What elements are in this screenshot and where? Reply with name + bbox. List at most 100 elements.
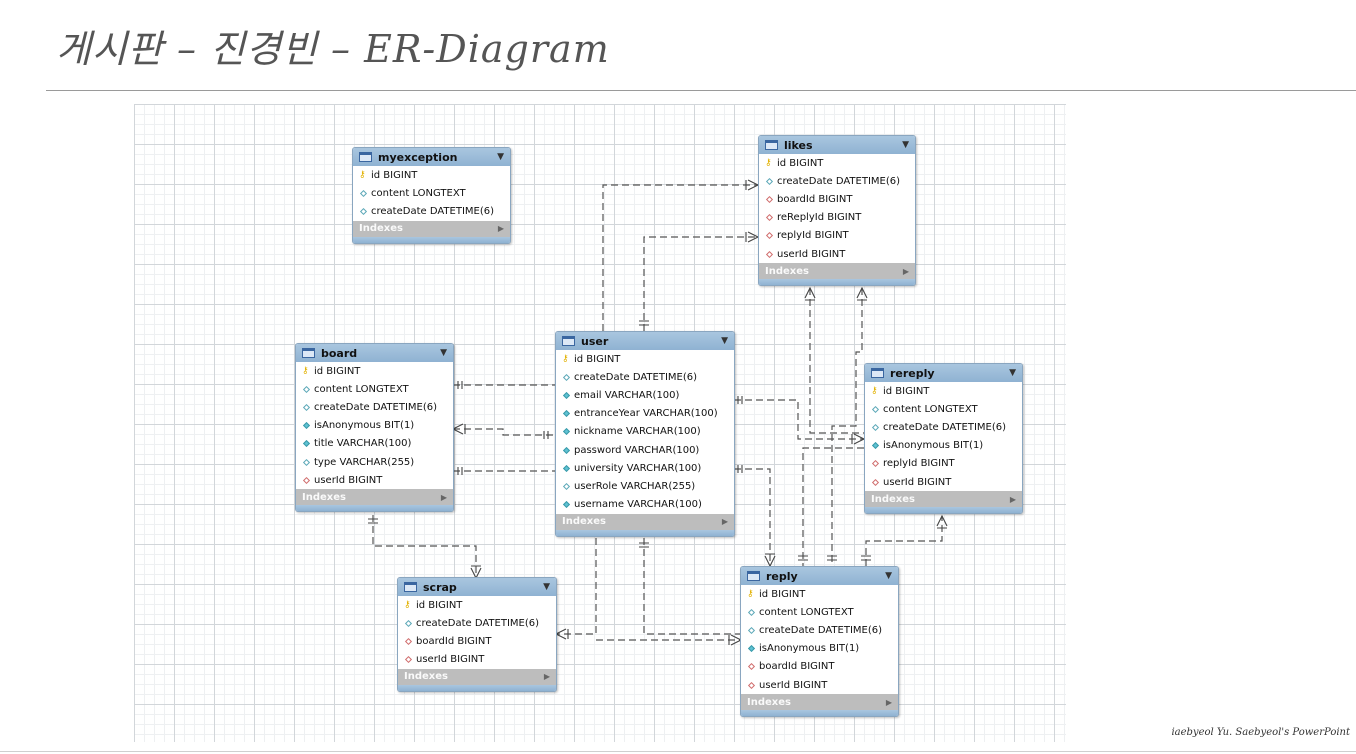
column-row[interactable]: ⚷id BIGINT [556,350,734,368]
expand-arrow-icon[interactable]: ▶ [1009,494,1016,504]
column-row[interactable]: ⚷id BIGINT [296,362,453,380]
column-icon [302,458,311,467]
indexes-section[interactable]: Indexes ▶ [741,694,898,711]
table-header[interactable]: scrap ▼ [398,578,556,596]
column-row[interactable]: boardId BIGINT [398,632,556,650]
table-name: myexception [378,150,458,164]
table-header[interactable]: rereply ▼ [865,364,1022,382]
expand-arrow-icon[interactable]: ▶ [497,224,504,234]
column-row[interactable]: reReplyId BIGINT [759,209,915,227]
column-row[interactable]: content LONGTEXT [353,184,510,202]
expand-arrow-icon[interactable]: ▶ [902,266,909,276]
table-footer [865,507,1022,514]
table-header[interactable]: user ▼ [556,332,734,350]
table-board[interactable]: board ▼ ⚷id BIGINT content LONGTEXT create… [295,343,454,513]
table-icon [871,368,884,378]
expand-arrow-icon[interactable]: ▶ [885,697,892,707]
primary-key-icon: ⚷ [871,386,878,397]
column-row[interactable]: ⚷id BIGINT [353,166,510,184]
expand-arrow-icon[interactable]: ▶ [721,517,728,527]
column-label: userRole VARCHAR(255) [574,480,696,492]
column-row[interactable]: password VARCHAR(100) [556,441,734,459]
column-row[interactable]: email VARCHAR(100) [556,386,734,404]
column-row[interactable]: isAnonymous BIT(1) [741,640,898,658]
foreign-key-icon [404,655,413,664]
column-row[interactable]: createDate DATETIME(6) [556,368,734,386]
column-row[interactable]: ⚷id BIGINT [741,585,898,603]
table-header[interactable]: likes ▼ [759,136,915,154]
column-row[interactable]: createDate DATETIME(6) [741,621,898,639]
column-row[interactable]: replyId BIGINT [759,227,915,245]
column-row[interactable]: createDate DATETIME(6) [398,614,556,632]
expand-arrow-icon[interactable]: ▶ [440,492,447,502]
table-header[interactable]: board ▼ [296,344,453,362]
column-row[interactable]: replyId BIGINT [865,455,1022,473]
indexes-section[interactable]: Indexes ▶ [759,263,915,280]
column-row[interactable]: boardId BIGINT [741,658,898,676]
column-row[interactable]: entranceYear VARCHAR(100) [556,405,734,423]
column-row[interactable]: userRole VARCHAR(255) [556,477,734,495]
column-row[interactable]: title VARCHAR(100) [296,435,453,453]
column-row[interactable]: university VARCHAR(100) [556,459,734,477]
column-label: content LONGTEXT [314,383,409,395]
column-row[interactable]: userId BIGINT [398,651,556,669]
column-row[interactable]: type VARCHAR(255) [296,453,453,471]
column-row[interactable]: isAnonymous BIT(1) [865,437,1022,455]
column-icon [404,619,413,628]
collapse-arrow-icon[interactable]: ▼ [721,336,728,346]
collapse-arrow-icon[interactable]: ▼ [1009,368,1016,378]
column-row[interactable]: ⚷id BIGINT [398,596,556,614]
indexes-section[interactable]: Indexes ▶ [353,220,510,237]
column-row[interactable]: userId BIGINT [759,245,915,263]
column-row[interactable]: isAnonymous BIT(1) [296,417,453,435]
table-header[interactable]: myexception ▼ [353,148,510,166]
indexes-section[interactable]: Indexes ▶ [865,491,1022,508]
indexes-section[interactable]: Indexes ▶ [398,668,556,685]
column-row[interactable]: content LONGTEXT [865,400,1022,418]
column-row[interactable]: ⚷id BIGINT [865,382,1022,400]
collapse-arrow-icon[interactable]: ▼ [440,348,447,358]
collapse-arrow-icon[interactable]: ▼ [497,152,504,162]
column-row[interactable]: createDate DATETIME(6) [296,398,453,416]
column-label: id BIGINT [777,157,824,169]
table-footer [296,505,453,512]
column-row[interactable]: content LONGTEXT [741,603,898,621]
column-icon [562,373,571,382]
column-label: createDate DATETIME(6) [883,421,1007,433]
column-row[interactable]: createDate DATETIME(6) [353,202,510,220]
collapse-arrow-icon[interactable]: ▼ [902,140,909,150]
slide-title: 게시판 – 진경빈 – ER-Diagram [56,27,610,71]
column-label: id BIGINT [416,599,463,611]
column-row[interactable]: userId BIGINT [296,471,453,489]
column-label: id BIGINT [759,588,806,600]
column-row[interactable]: createDate DATETIME(6) [865,418,1022,436]
column-row[interactable]: nickname VARCHAR(100) [556,423,734,441]
column-row[interactable]: content LONGTEXT [296,380,453,398]
column-label: createDate DATETIME(6) [314,401,438,413]
foreign-key-icon [765,250,774,259]
table-header[interactable]: reply ▼ [741,567,898,585]
column-row[interactable]: username VARCHAR(100) [556,496,734,514]
column-row[interactable]: ⚷id BIGINT [759,154,915,172]
expand-arrow-icon[interactable]: ▶ [543,672,550,682]
collapse-arrow-icon[interactable]: ▼ [543,582,550,592]
indexes-label: Indexes [747,696,791,708]
column-row[interactable]: userId BIGINT [741,676,898,694]
collapse-arrow-icon[interactable]: ▼ [885,571,892,581]
indexes-section[interactable]: Indexes ▶ [296,489,453,506]
column-label: replyId BIGINT [883,458,955,470]
indexes-section[interactable]: Indexes ▶ [556,513,734,530]
column-icon [871,423,880,432]
column-row[interactable]: createDate DATETIME(6) [759,172,915,190]
column-label: boardId BIGINT [759,661,835,673]
table-icon [359,152,372,162]
column-row[interactable]: userId BIGINT [865,473,1022,491]
column-row[interactable]: boardId BIGINT [759,190,915,208]
